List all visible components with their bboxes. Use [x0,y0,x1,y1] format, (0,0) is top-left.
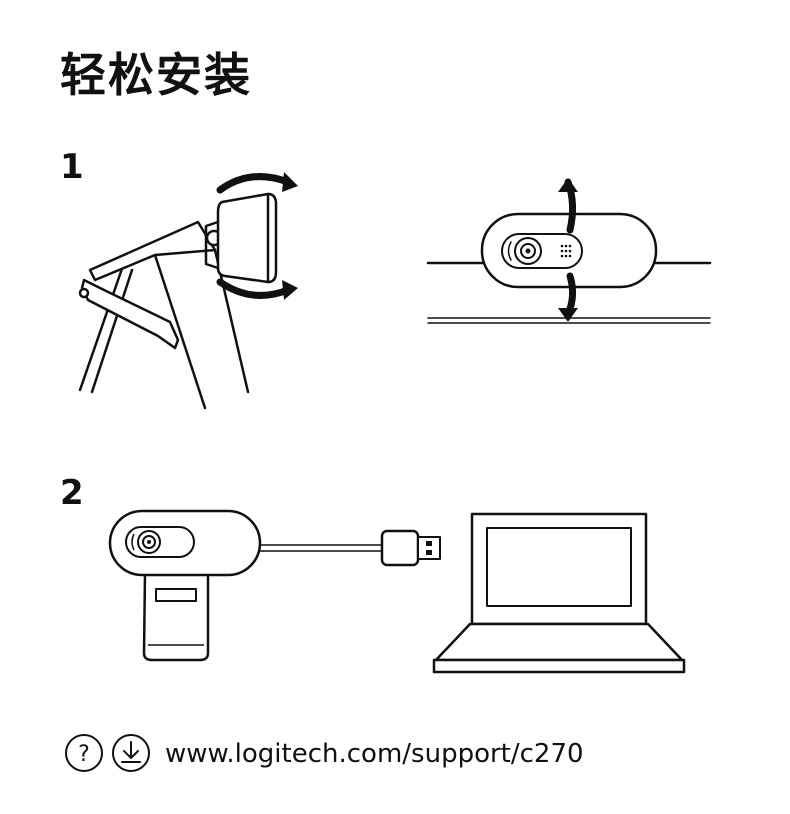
support-url[interactable]: www.logitech.com/support/c270 [165,739,584,769]
webcam-usb-illustration [108,509,441,662]
swivel-illustration [426,178,712,324]
tilt-arrows-icon [216,172,298,300]
monitor-mount-illustration [78,172,298,410]
step-2-number: 2 [60,473,84,513]
laptop-illustration [432,512,686,674]
swivel-arrows-icon [558,178,578,322]
page-title: 轻松安装 [60,48,252,102]
question-circle-icon[interactable]: ? [64,733,104,773]
svg-text:?: ? [78,742,90,767]
step-1-number: 1 [60,147,84,187]
download-circle-icon[interactable] [111,733,151,773]
